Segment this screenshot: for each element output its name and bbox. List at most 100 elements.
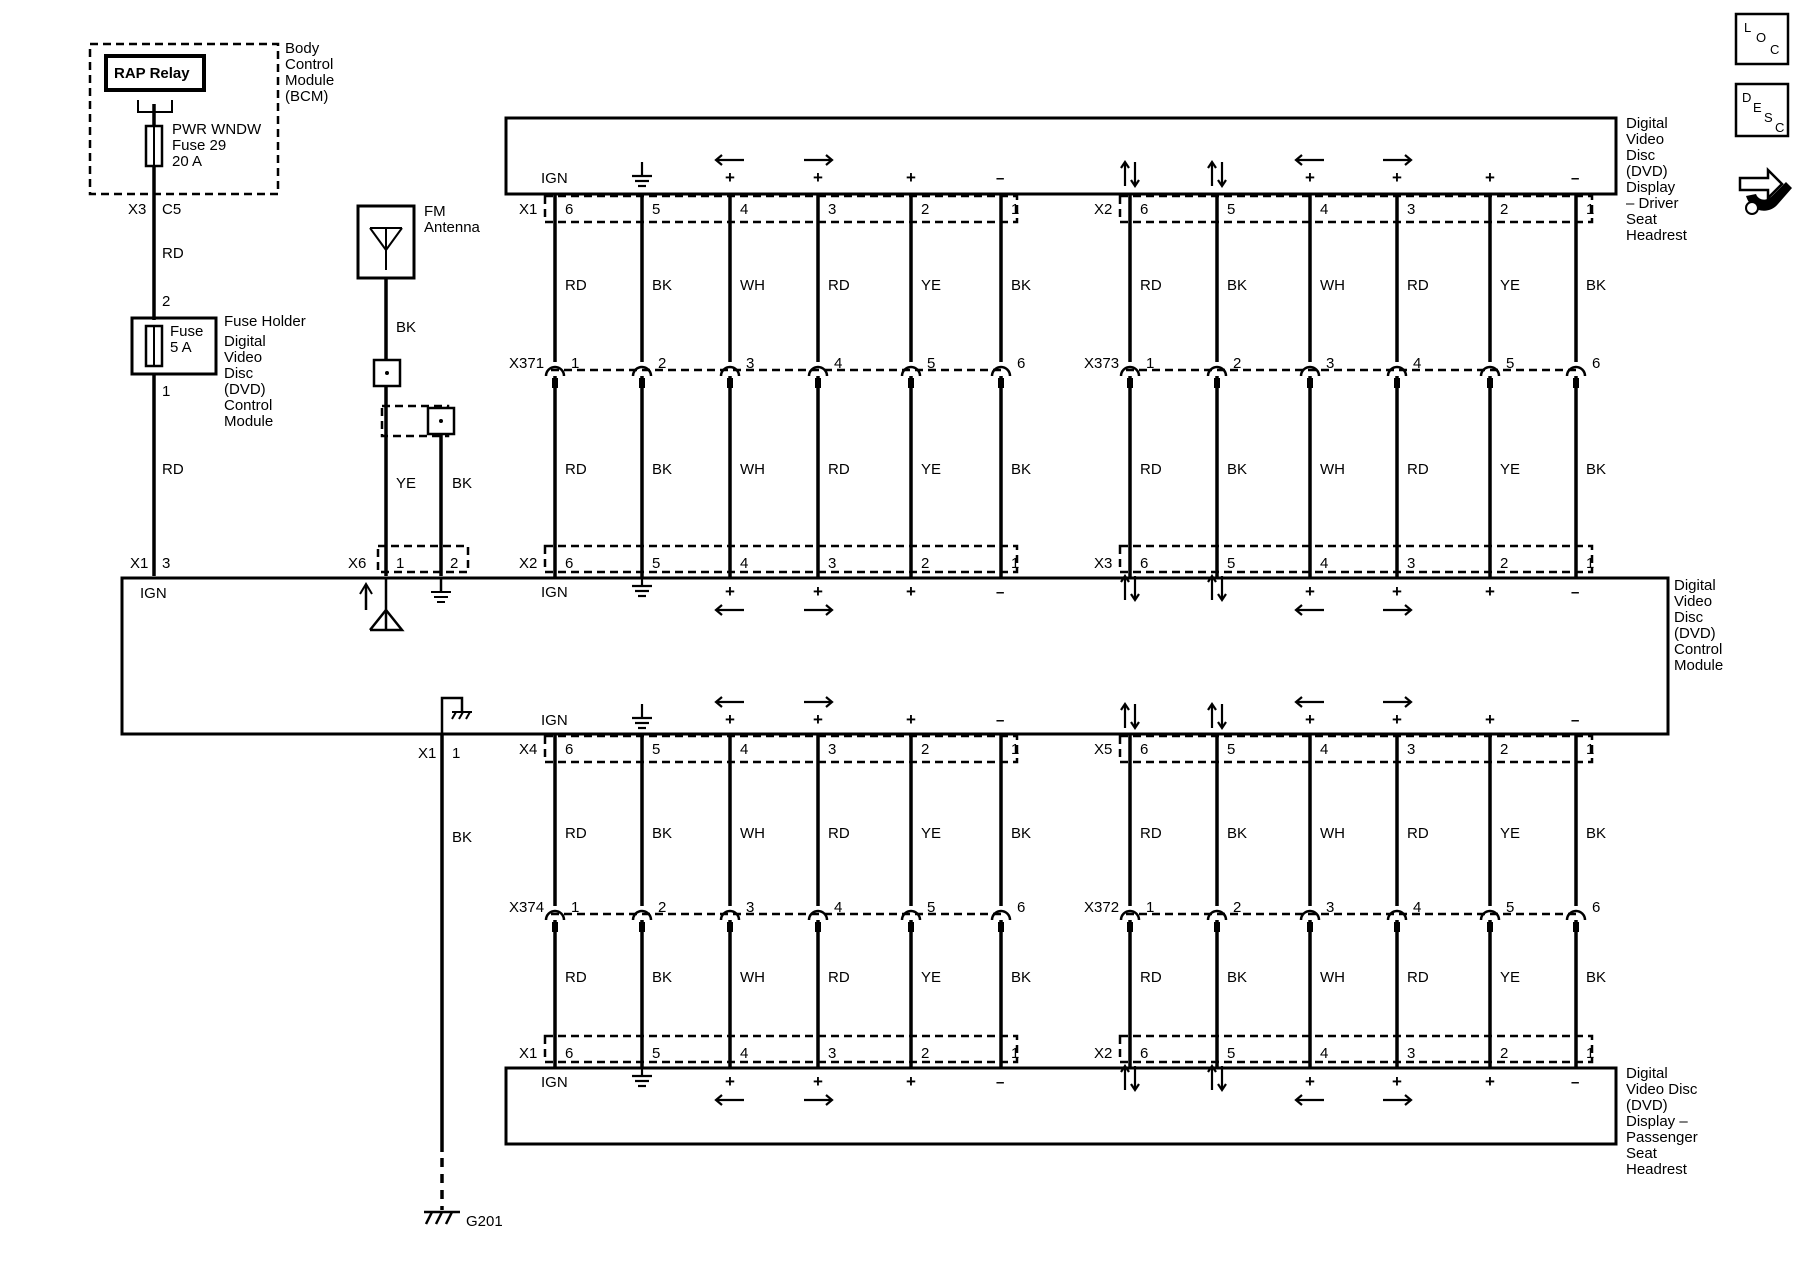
connector-label: X2 <box>1094 201 1112 218</box>
connector-pin: 3 <box>1407 1045 1415 1062</box>
passenger-display-label-4: Display – <box>1626 1113 1688 1130</box>
desc-icon[interactable]: D E S C <box>1734 82 1790 138</box>
arrow-left-icon <box>1294 696 1324 708</box>
inline-pin: 5 <box>927 355 935 372</box>
passenger-display-label-5: Passenger <box>1626 1129 1698 1146</box>
inline-pin: 2 <box>1233 355 1241 372</box>
wire-color-label: WH <box>740 969 765 986</box>
ground-icon <box>431 578 451 603</box>
arrow-left-icon-head <box>1294 604 1303 616</box>
arrow-left-icon-head <box>714 604 723 616</box>
wire-color-label: BK <box>652 969 672 986</box>
up-down-arrows-icon <box>1120 702 1140 730</box>
connector-pin: 5 <box>652 555 660 572</box>
connector-pin: 4 <box>1320 1045 1328 1062</box>
module-x1-label: X1 <box>130 555 148 572</box>
ground-icon <box>632 572 652 598</box>
connector-pin: 2 <box>921 555 929 572</box>
up-down-arrows-icon <box>1207 574 1227 602</box>
connector-outline <box>543 1034 1019 1064</box>
inline-terminal <box>900 365 922 377</box>
side-icons: L O C D E S C <box>1734 12 1792 215</box>
wire-color-label: BK <box>1227 825 1247 842</box>
rap-relay-label: RAP Relay <box>114 65 190 82</box>
minus-symbol: – <box>996 584 1004 601</box>
wire-color-label: BK <box>1227 277 1247 294</box>
arrow-right-icon <box>804 1094 834 1106</box>
connector-pin: 5 <box>652 741 660 758</box>
arrow-left-icon-head <box>714 1094 723 1106</box>
inline-pin: 6 <box>1592 355 1600 372</box>
connector-pin: 4 <box>1320 555 1328 572</box>
wire-color-label: WH <box>1320 969 1345 986</box>
desc-letter-e: E <box>1753 100 1762 115</box>
inline-pin-stub <box>1394 378 1400 388</box>
loc-icon[interactable]: L O C <box>1734 12 1790 66</box>
passenger-display-label-2: Video Disc <box>1626 1081 1698 1098</box>
control-module-label-3: Disc <box>1674 609 1704 626</box>
fuse-holder-pin-2: 2 <box>162 293 170 310</box>
connector-pin: 3 <box>1407 741 1415 758</box>
arrow-left-icon <box>714 696 744 708</box>
inline-connector-label: X371 <box>509 355 544 372</box>
connector-outline <box>1118 544 1594 574</box>
plus-symbol: + <box>1305 1072 1315 1091</box>
fuse-holder-label-6: Control <box>224 397 272 414</box>
wire-color-label: YE <box>921 461 941 478</box>
fuse-icon <box>144 124 164 168</box>
inline-pin: 4 <box>1413 899 1421 916</box>
connector-outline <box>543 544 1019 574</box>
driver-display-label-3: Disc <box>1626 147 1656 164</box>
down-arrow-head <box>1217 179 1227 188</box>
inline-pin: 5 <box>1506 355 1514 372</box>
bank-driver_a: RDRD661BKBK552WHWH443RDRD334YEYE225BKBK1… <box>509 154 1031 616</box>
control-module-box <box>120 576 1670 736</box>
g201-label: G201 <box>466 1213 503 1230</box>
passenger-display-label-3: (DVD) <box>1626 1097 1668 1114</box>
inline-terminal <box>1119 365 1141 377</box>
arrow-left-icon <box>714 1094 744 1106</box>
wire-color-label: BK <box>1586 461 1606 478</box>
arrow-right-icon <box>804 154 834 166</box>
wire-color-label: BK <box>1011 461 1031 478</box>
antenna-wire-ye: YE <box>396 475 416 492</box>
connector-pin: 5 <box>652 201 660 218</box>
wire-color-label: BK <box>1586 825 1606 842</box>
connector-pin: 4 <box>1320 201 1328 218</box>
inline-terminal <box>1206 909 1228 921</box>
arrow-right-icon-head <box>825 1094 834 1106</box>
fm-antenna-label-2: Antenna <box>424 219 481 236</box>
inline-pin-stub <box>1487 378 1493 388</box>
wire-color-label: BK <box>1227 461 1247 478</box>
connector-pin: 2 <box>921 201 929 218</box>
fm-antenna-section: FM Antenna BK YE BK X6 1 2 <box>348 203 481 576</box>
up-arrow-head <box>1207 1064 1217 1073</box>
inline-pin: 4 <box>1413 355 1421 372</box>
plus-symbol: + <box>1392 710 1402 729</box>
down-arrow-head <box>1217 593 1227 602</box>
inline-pin: 1 <box>571 355 579 372</box>
desc-letter-d: D <box>1742 90 1751 105</box>
connector-pin: 5 <box>1227 741 1235 758</box>
bcm-label-1: Body <box>285 40 320 57</box>
connector-label: X4 <box>519 741 537 758</box>
bcm-label-3: Module <box>285 72 334 89</box>
connector-outline <box>543 734 1019 764</box>
minus-symbol: – <box>1571 712 1579 729</box>
plus-symbol: + <box>1485 1072 1495 1091</box>
inline-terminal <box>900 909 922 921</box>
inline-terminal <box>1206 365 1228 377</box>
wrench-icon[interactable] <box>1738 166 1792 215</box>
inline-pin-stub <box>908 922 914 932</box>
plus-symbol: + <box>813 582 823 601</box>
antenna-connector <box>372 358 402 388</box>
connector-pin: 2 <box>921 741 929 758</box>
connector-label: X1 <box>519 201 537 218</box>
minus-symbol: – <box>1571 1074 1579 1091</box>
fuse-icon <box>144 324 164 368</box>
control-module-label-4: (DVD) <box>1674 625 1716 642</box>
inline-terminal <box>1386 909 1408 921</box>
inline-pin-stub <box>998 922 1004 932</box>
fuse-holder-label-7: Module <box>224 413 273 430</box>
